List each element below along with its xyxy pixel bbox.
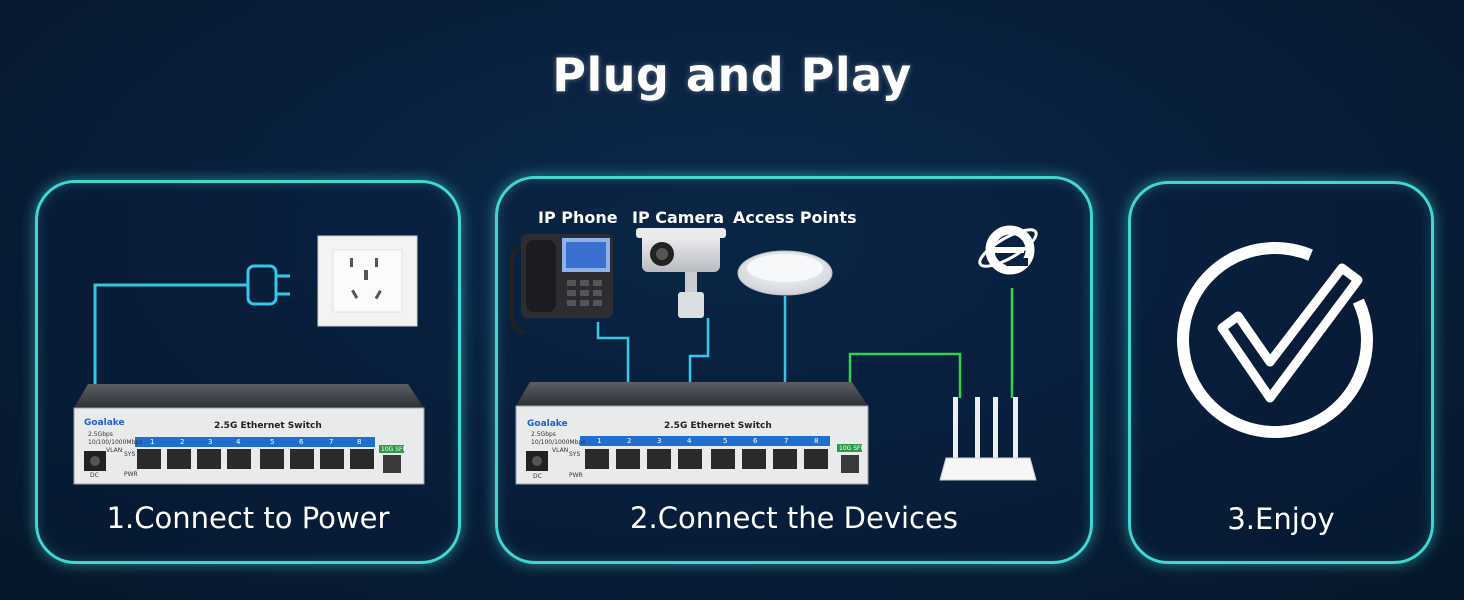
switch-2-spec-2: 10/100/1000Mbps [531, 439, 586, 446]
switch-2-port-8: 8 [814, 437, 819, 445]
switch-1-port-1: 1 [150, 438, 155, 446]
switch-2-brand: Goalake [527, 419, 568, 429]
switch-1-spec-2: 10/100/1000Mbps [88, 439, 143, 446]
access-points-label: Access Points [733, 208, 857, 227]
switch-2-vlan-label: VLAN [552, 447, 569, 454]
router-icon [939, 397, 1037, 481]
step-label-2: 2.Connect the Devices [630, 501, 958, 535]
switch-1-model: 2.5G Ethernet Switch [214, 421, 322, 431]
switch-2-port-1: 1 [597, 437, 602, 445]
switch-2-port-5: 5 [723, 437, 728, 445]
switch-2-port-3: 3 [657, 437, 662, 445]
switch-2-sys-label: SYS [569, 451, 581, 458]
switch-2-port-6: 6 [753, 437, 758, 445]
switch-1-port-6: 6 [299, 438, 304, 446]
switch-1-pwr-label: PWR [124, 471, 138, 478]
access-point-icon [737, 250, 833, 296]
switch-1-brand: Goalake [84, 418, 125, 428]
check-mark-icon [1177, 242, 1373, 438]
page-title: Plug and Play [552, 48, 912, 102]
switch-1-sys-label: SYS [124, 451, 136, 458]
ip-phone-icon [510, 234, 613, 334]
switch-2-spec-1: 2.5Gbps [531, 431, 556, 438]
switch-1-port-3: 3 [208, 438, 213, 446]
switch-1-spec-1: 2.5Gbps [88, 431, 113, 438]
switch-2-port-4: 4 [687, 437, 692, 445]
switch-1-port-5: 5 [270, 438, 275, 446]
switch-2-model: 2.5G Ethernet Switch [664, 421, 772, 431]
switch-2-pwr-label: PWR [569, 472, 583, 479]
switch-1-port-2: 2 [180, 438, 185, 446]
ethernet-switch-2 [515, 382, 869, 485]
switch-1-port-8: 8 [357, 438, 362, 446]
switch-2-dc-label: DC [533, 473, 542, 480]
ethernet-switch-1 [73, 384, 425, 485]
switch-1-dc-label: DC [90, 472, 99, 479]
switch-1-sfp-label: 10G SFP [381, 446, 407, 453]
ip-phone-label: IP Phone [538, 208, 618, 227]
switch-1-port-4: 4 [236, 438, 241, 446]
step-label-1: 1.Connect to Power [106, 501, 390, 535]
switch-2-sfp-label: 10G SFP [839, 445, 865, 452]
wall-socket [317, 235, 418, 327]
switch-2-port-7: 7 [784, 437, 789, 445]
power-plug-icon [246, 264, 290, 306]
switch-1-vlan-label: VLAN [106, 447, 123, 454]
switch-2-port-2: 2 [627, 437, 632, 445]
internet-browser-icon [978, 225, 1038, 275]
ip-camera-label: IP Camera [632, 208, 724, 227]
step-label-3: 3.Enjoy [1227, 502, 1335, 536]
ip-camera-icon [636, 228, 726, 318]
switch-1-port-7: 7 [329, 438, 334, 446]
